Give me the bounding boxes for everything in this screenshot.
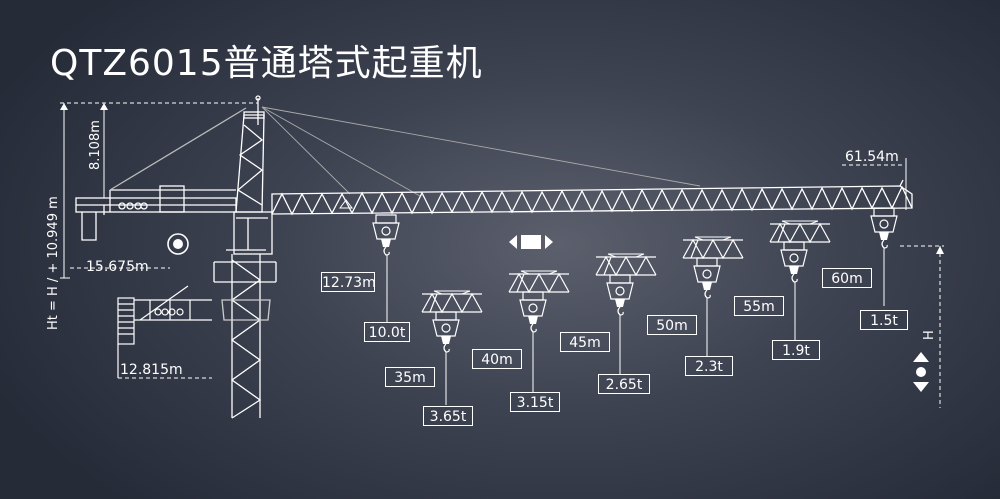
seg-55 [769, 220, 831, 283]
tower-head [233, 95, 273, 255]
counter-jib-length-label: 15.675m [86, 259, 149, 275]
radius-box: 45m [560, 332, 610, 352]
load-box: 2.3t [685, 356, 733, 376]
radius-box: 55m [734, 296, 784, 316]
dimension-lines-right [842, 158, 944, 408]
radius-box: 12.73m [321, 272, 376, 292]
jib-length-label: 61.54m [845, 149, 899, 165]
hook-60 [870, 207, 898, 249]
radius-box: 50m [647, 315, 697, 335]
mast [213, 249, 277, 419]
main-jib [271, 179, 913, 216]
hook-12-73 [372, 214, 400, 256]
jib-ties [261, 106, 701, 197]
seg-45 [595, 253, 657, 316]
radius-box: 40m [472, 349, 522, 369]
leader-lines [386, 248, 885, 405]
mast-height-label: H [922, 330, 937, 340]
hoist-up-down-icon [913, 352, 929, 392]
load-box: 10.0t [364, 322, 410, 342]
load-box: 3.65t [423, 406, 473, 426]
height-formula-label: Ht = H / + 10.949 m [46, 196, 61, 330]
load-box: 3.15t [510, 392, 560, 412]
rotate-icon [167, 233, 189, 255]
load-box: 1.5t [860, 310, 908, 330]
page-title: QTZ6015普通塔式起重机 [50, 43, 483, 84]
counter-jib-detail [117, 285, 212, 378]
trolley-travel-icon [509, 235, 553, 249]
load-box: 2.65t [598, 374, 650, 394]
load-box: 1.9t [772, 340, 820, 360]
tip-height-label: 8.108m [88, 120, 103, 170]
seg-40 [508, 270, 570, 333]
counter-jib-width-label: 12.815m [120, 362, 183, 378]
radius-box: 35m [385, 367, 435, 387]
seg-35 [421, 290, 483, 353]
counter-jib [75, 107, 247, 241]
seg-50 [682, 236, 744, 299]
radius-box: 60m [822, 268, 872, 288]
dimension-lines-left [60, 102, 258, 379]
